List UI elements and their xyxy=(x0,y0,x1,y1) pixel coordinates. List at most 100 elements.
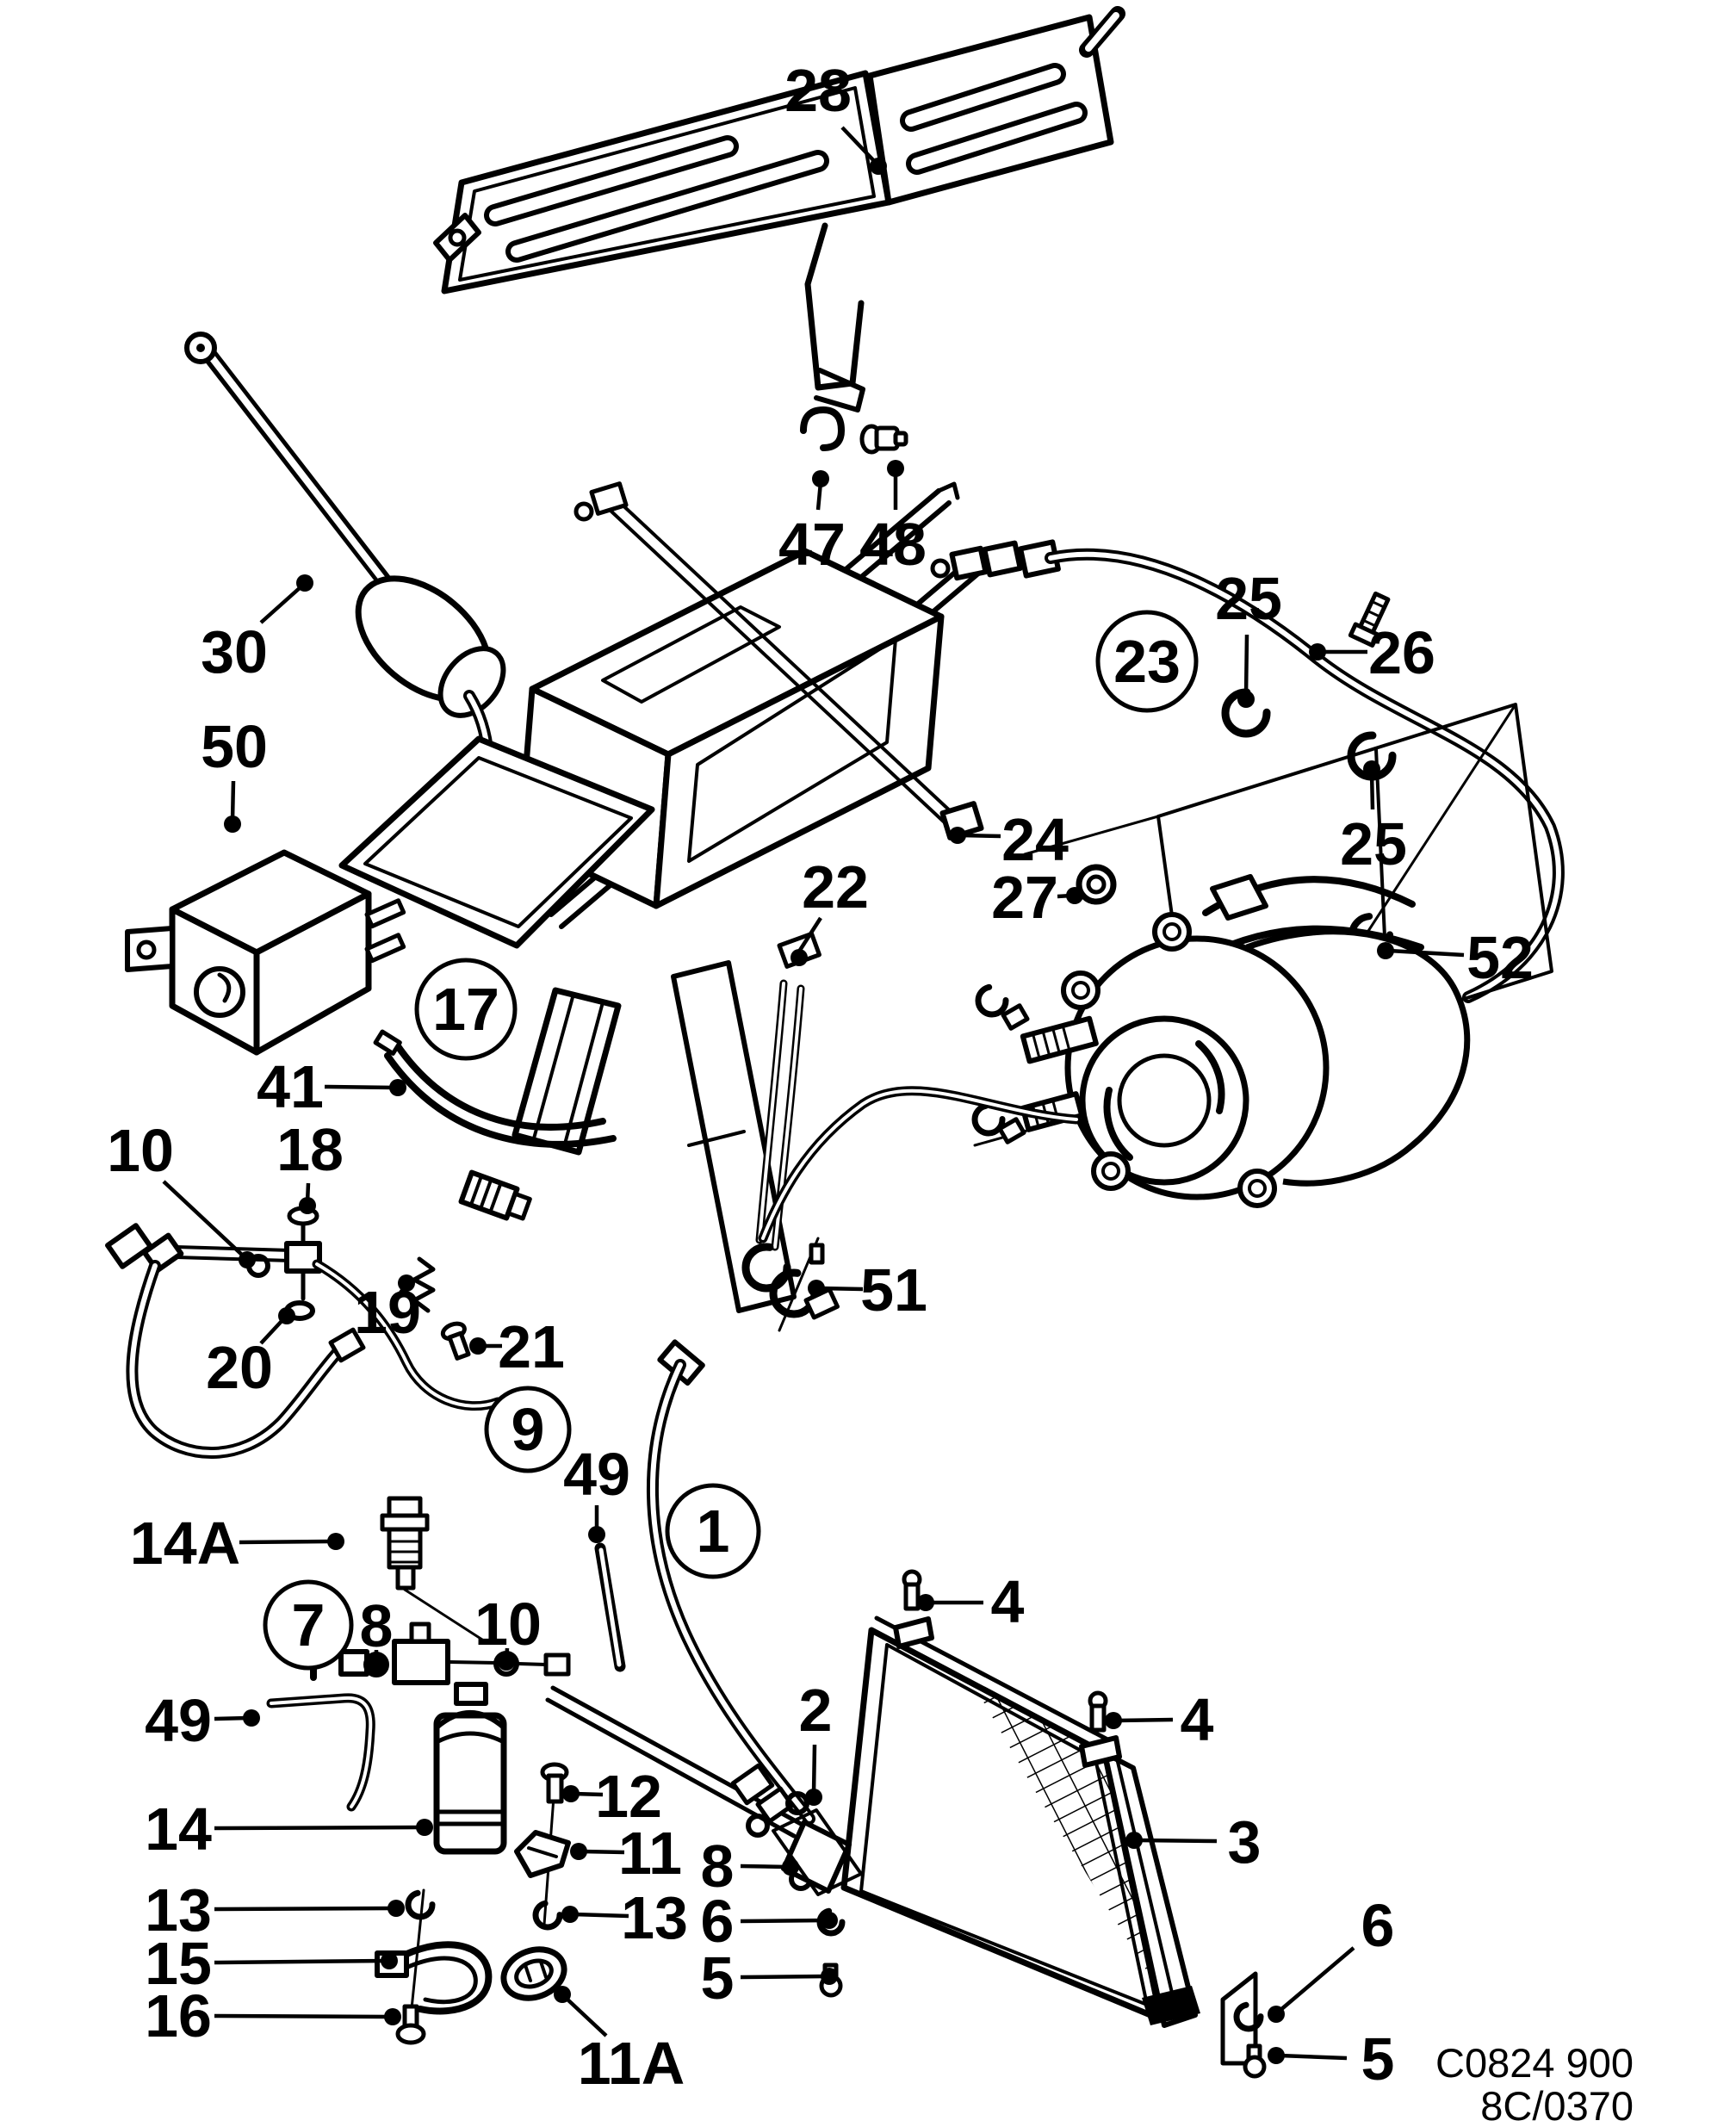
leader-dot-28 xyxy=(870,158,887,175)
part-label-13a: 13 xyxy=(145,1876,212,1944)
mounting-fasteners xyxy=(500,1762,571,2001)
part-label-4a: 4 xyxy=(991,1568,1025,1635)
leader-dot-4a xyxy=(917,1594,934,1611)
part-label-8b: 8 xyxy=(701,1832,735,1900)
leader-dot-10a xyxy=(239,1251,256,1268)
leader-line-28 xyxy=(840,126,877,164)
part-label-30: 30 xyxy=(201,618,268,685)
leader-dot-48 xyxy=(887,460,904,477)
condenser-stud-icon xyxy=(893,1569,934,1649)
part-label-13b: 13 xyxy=(621,1884,688,1951)
leader-dot-47 xyxy=(812,470,829,487)
condenser-inlet-pipes xyxy=(545,1685,863,1896)
leader-dot-5b xyxy=(1268,2047,1285,2064)
leader-dot-15 xyxy=(381,1952,398,1969)
part-label-49b: 49 xyxy=(145,1687,212,1754)
leader-dot-49a xyxy=(588,1526,605,1543)
bolt-21-icon xyxy=(440,1321,471,1361)
leader-dot-49b xyxy=(243,1709,260,1727)
label-circle-c1 xyxy=(665,1483,761,1579)
part-label-2: 2 xyxy=(799,1677,833,1744)
leader-line-50 xyxy=(230,780,236,822)
leader-dot-26 xyxy=(1309,643,1326,660)
part-label-15: 15 xyxy=(145,1930,212,1997)
bolt-26-icon xyxy=(1348,591,1391,648)
leader-dot-6a xyxy=(821,1912,838,1929)
leader-dot-10b xyxy=(498,1653,515,1671)
part-label-41: 41 xyxy=(257,1053,324,1120)
leader-line-4b xyxy=(1116,1717,1174,1723)
leader-line-51 xyxy=(819,1286,864,1292)
part-label-51: 51 xyxy=(860,1256,927,1324)
leader-line-24 xyxy=(960,833,1001,839)
leader-line-20 xyxy=(259,1318,285,1345)
leader-dot-2 xyxy=(805,1789,822,1806)
leader-dot-5a xyxy=(821,1968,838,1985)
leader-line-8b xyxy=(740,1863,788,1870)
part-label-25a: 25 xyxy=(1215,565,1282,632)
part-label-c23: 23 xyxy=(1113,628,1181,695)
leader-dot-13b xyxy=(561,1906,579,1923)
part-label-49a: 49 xyxy=(563,1441,630,1508)
leader-line-22 xyxy=(796,916,822,956)
leader-line-11A xyxy=(564,1996,608,2037)
leader-dot-11A xyxy=(554,1986,571,2003)
part-label-11A: 11A xyxy=(578,2030,685,2097)
air-deflector-panel xyxy=(433,6,1125,412)
drawing-number: C0824 900 xyxy=(1435,2040,1634,2086)
leader-line-5a xyxy=(740,1974,827,1980)
part-label-10b: 10 xyxy=(474,1591,542,1658)
part-label-48: 48 xyxy=(859,511,927,578)
leader-dot-13a xyxy=(388,1900,405,1917)
part-label-21: 21 xyxy=(498,1313,565,1380)
part-label-6b: 6 xyxy=(1361,1892,1395,1959)
label-circle-c17 xyxy=(414,958,518,1061)
leader-dot-12 xyxy=(562,1785,580,1802)
leader-line-14 xyxy=(214,1825,422,1831)
leader-dot-8a xyxy=(368,1656,385,1673)
part-label-4b: 4 xyxy=(1181,1686,1214,1753)
part-label-28: 28 xyxy=(784,57,852,124)
part-label-c1: 1 xyxy=(697,1498,730,1565)
leader-dot-52 xyxy=(1377,942,1394,959)
leader-dot-20 xyxy=(278,1307,295,1324)
panel-bracket-and-screw xyxy=(800,406,908,455)
part-label-5b: 5 xyxy=(1361,2025,1395,2093)
suction-hose xyxy=(646,1339,815,1825)
part-label-5a: 5 xyxy=(701,1944,735,2012)
leader-line-16 xyxy=(214,2013,390,2019)
part-label-c17: 17 xyxy=(432,976,499,1043)
leader-dot-14 xyxy=(416,1819,433,1836)
part-label-6a: 6 xyxy=(701,1888,735,1955)
part-label-19: 19 xyxy=(354,1279,421,1346)
part-label-3: 3 xyxy=(1228,1808,1262,1876)
part-label-14A: 14A xyxy=(130,1510,240,1577)
leader-dot-18 xyxy=(299,1197,316,1214)
part-label-14: 14 xyxy=(145,1795,212,1863)
leader-dot-51 xyxy=(808,1280,825,1297)
leader-dot-27 xyxy=(1066,887,1083,904)
leader-dot-4b xyxy=(1105,1712,1122,1729)
leader-dot-3 xyxy=(1125,1832,1143,1849)
part-label-8a: 8 xyxy=(360,1592,394,1659)
part-label-c7: 7 xyxy=(292,1591,326,1659)
condenser-stud-icon xyxy=(1079,1690,1122,1768)
leader-dot-16 xyxy=(384,2008,401,2025)
leader-dot-25a xyxy=(1237,691,1255,708)
discharge-pipe xyxy=(574,481,1117,905)
part-label-20: 20 xyxy=(206,1334,273,1401)
drier-clamp-group xyxy=(375,1888,493,2045)
part-label-10a: 10 xyxy=(107,1117,174,1184)
leader-line-5b xyxy=(1279,2053,1348,2061)
leader-line-30 xyxy=(259,585,303,624)
leader-line-15 xyxy=(214,1958,387,1965)
condenser xyxy=(816,1569,1267,2079)
panel-pivot-rod-icon xyxy=(1079,6,1125,58)
part-label-24: 24 xyxy=(1001,806,1069,873)
leader-dot-6b xyxy=(1268,2006,1285,2023)
part-label-18: 18 xyxy=(276,1116,344,1183)
ac-compressor xyxy=(758,874,1471,1243)
leader-line-3 xyxy=(1137,1838,1218,1844)
